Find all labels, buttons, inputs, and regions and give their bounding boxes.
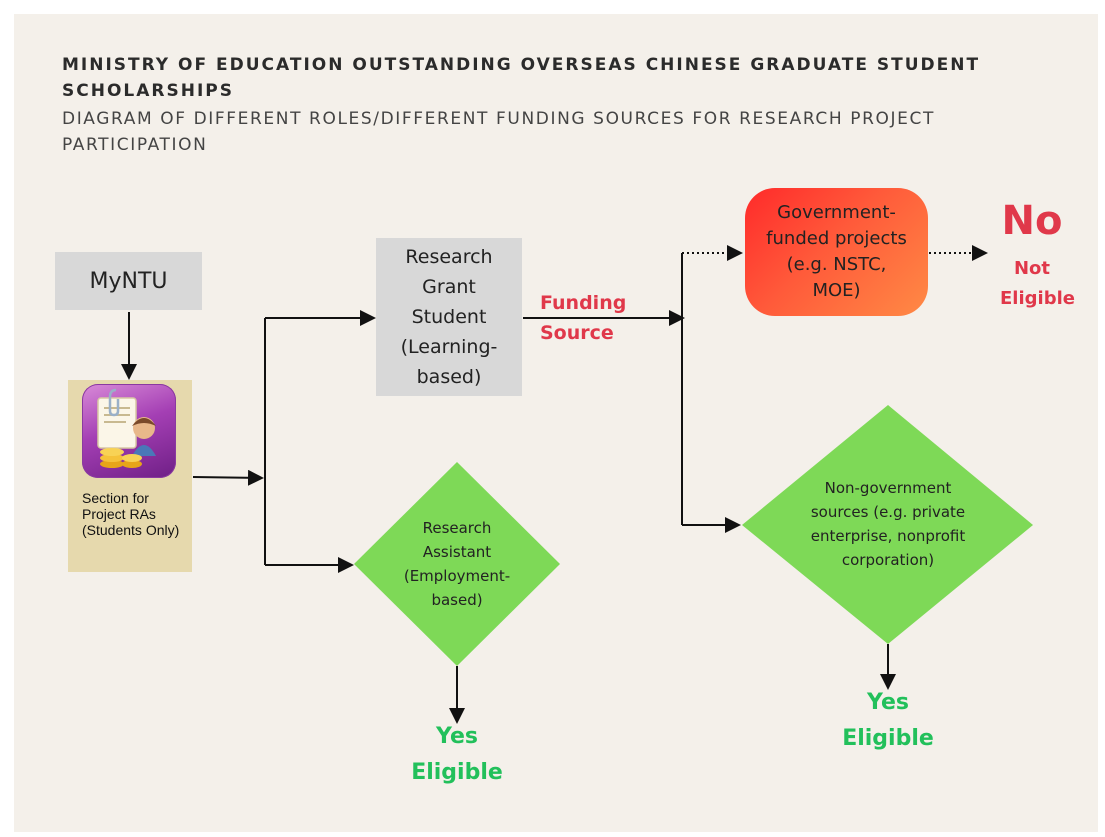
document-coins-icon <box>97 388 156 468</box>
eligible-label-right: Eligible <box>842 726 934 751</box>
diagram-title: MINISTRY OF EDUCATION OUTSTANDING OVERSE… <box>62 55 981 101</box>
project-ra-app-icon <box>82 384 176 478</box>
non-government-diamond <box>742 405 1033 644</box>
not-eligible-label: Not Eligible <box>1000 258 1075 309</box>
diagram-subtitle: DIAGRAM OF DIFFERENT ROLES/DIFFERENT FUN… <box>62 109 935 155</box>
research-grant-student-box: Research Grant Student (Learning-based) <box>376 238 522 396</box>
project-ra-section-label: Section for Project RAs (Students Only) <box>82 490 180 538</box>
no-label: No <box>1001 198 1063 244</box>
myntu-box: MyNTU <box>55 252 202 310</box>
non-government-sources-label: Non-government sources (e.g. private ent… <box>810 479 966 569</box>
research-grant-student-label: Research Grant Student (Learning-based) <box>400 246 498 388</box>
eligible-label-left: Eligible <box>411 760 503 785</box>
yes-label-left: Yes <box>436 724 478 749</box>
arrow-ra-section-to-branch <box>192 469 264 486</box>
research-assistant-diamond <box>354 462 560 666</box>
government-funded-projects-label: Government-funded projects (e.g. NSTC, M… <box>766 202 907 301</box>
myntu-label: MyNTU <box>89 268 168 294</box>
government-funded-projects-box: Government-funded projects (e.g. NSTC, M… <box>745 188 928 316</box>
yes-label-right: Yes <box>867 690 909 715</box>
funding-source-label: Funding Source <box>540 292 627 344</box>
diagram-canvas <box>14 14 1098 832</box>
research-assistant-label: Research Assistant (Employment-based) <box>403 519 511 609</box>
